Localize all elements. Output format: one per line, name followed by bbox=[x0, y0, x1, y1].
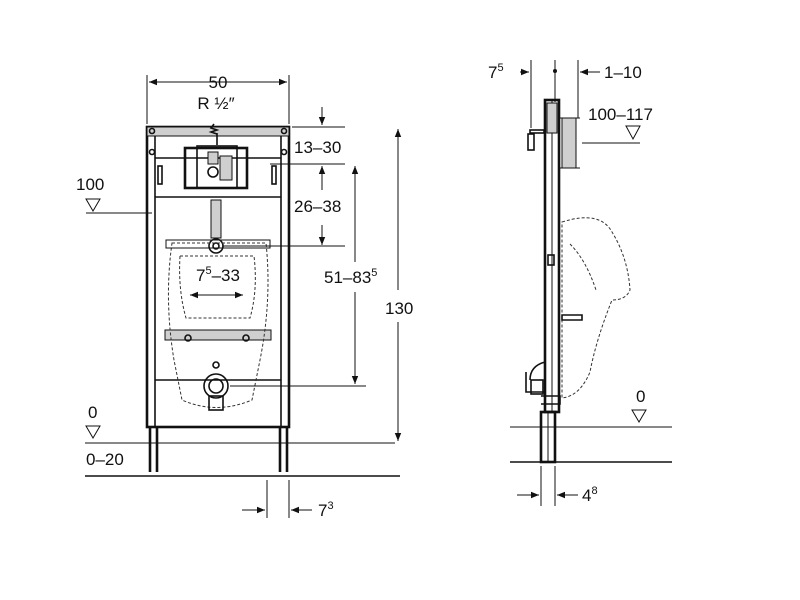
level-0: 0 bbox=[85, 403, 101, 439]
label-0-20: 0–20 bbox=[86, 450, 124, 469]
supply-pipe bbox=[208, 199, 224, 254]
flush-valve-block bbox=[183, 123, 249, 190]
dim-75-33: 75–33 bbox=[190, 265, 243, 299]
label-75-33-sup: 5 bbox=[205, 265, 211, 277]
urinal-outline bbox=[165, 239, 271, 408]
urinal-side-outline bbox=[561, 217, 631, 399]
label-75-33: 75–33 bbox=[196, 265, 240, 285]
label-73-sup: 3 bbox=[327, 500, 333, 512]
label-13-30: 13–30 bbox=[294, 138, 341, 157]
label-75-33-base: 7 bbox=[196, 266, 205, 285]
frame-details bbox=[148, 127, 288, 185]
label-75-33-rest: –33 bbox=[212, 266, 240, 285]
side-label-48-sup: 8 bbox=[591, 485, 597, 497]
side-level-0: 0 bbox=[631, 387, 647, 423]
side-label-75-sup: 5 bbox=[497, 62, 503, 74]
side-label-75-base: 7 bbox=[488, 63, 497, 82]
side-label-48: 48 bbox=[582, 485, 598, 505]
dim-51-835: 51–835 bbox=[230, 166, 377, 387]
dim-26-38: 26–38 bbox=[222, 166, 345, 247]
flush-plate bbox=[559, 117, 580, 169]
thread-label: R ½″ bbox=[197, 94, 234, 113]
side-label-75: 75 bbox=[488, 62, 504, 82]
label-26-38: 26–38 bbox=[294, 197, 341, 216]
dim-13-30: 13–30 bbox=[270, 107, 345, 165]
frame-outline bbox=[145, 125, 291, 472]
level-100: 100 bbox=[76, 175, 152, 214]
dim-width: 50 R ½″ bbox=[146, 73, 290, 124]
label-51-835-sup: 5 bbox=[371, 267, 377, 279]
label-130: 130 bbox=[385, 299, 413, 318]
side-label-1-10: 1–10 bbox=[604, 63, 642, 82]
side-dim-48: 48 bbox=[517, 466, 598, 506]
label-51-835: 51–835 bbox=[324, 267, 377, 287]
label-73: 73 bbox=[318, 500, 334, 520]
side-label-100-117: 100–117 bbox=[588, 105, 653, 124]
center-dot bbox=[553, 69, 557, 73]
side-view: 75 1–10 100–117 0 48 bbox=[488, 60, 672, 506]
dim-73: 73 bbox=[242, 480, 334, 520]
side-frame bbox=[527, 98, 561, 464]
side-label-0: 0 bbox=[636, 387, 645, 406]
label-51-835-base: 51–83 bbox=[324, 268, 371, 287]
front-view: 50 R ½″ 13–30 26–38 51–835 13 bbox=[76, 73, 413, 520]
width-label: 50 bbox=[209, 73, 228, 92]
drain-outlet bbox=[203, 373, 229, 411]
side-drain bbox=[525, 361, 561, 405]
label-0-left: 0 bbox=[88, 403, 97, 422]
side-top-dims: 75 1–10 bbox=[488, 60, 642, 128]
side-dim-100-117: 100–117 bbox=[582, 105, 653, 144]
label-100: 100 bbox=[76, 175, 104, 194]
dim-130: 130 bbox=[385, 129, 413, 441]
label-73-base: 7 bbox=[318, 501, 327, 520]
side-label-48-base: 4 bbox=[582, 486, 591, 505]
